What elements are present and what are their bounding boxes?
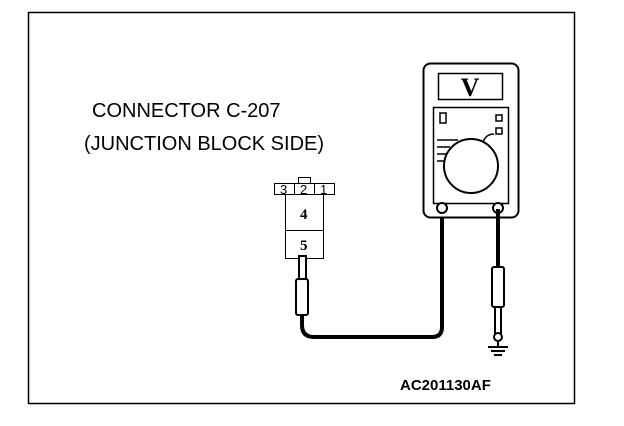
meter-display — [437, 72, 504, 101]
figure-frame — [27, 11, 576, 405]
test-lead-positive — [300, 209, 444, 339]
pin-4: 4 — [300, 207, 308, 223]
selector-dial — [443, 138, 499, 194]
pin-3: 3 — [280, 182, 287, 197]
pin-5: 5 — [300, 238, 308, 254]
pin-1: 1 — [320, 182, 327, 197]
connector-label-line2: (JUNCTION BLOCK SIDE) — [84, 133, 324, 155]
connector-c207 — [274, 177, 335, 259]
meter-display-text: V — [461, 73, 480, 102]
connector-label-line1: CONNECTOR C-207 — [92, 100, 281, 122]
probe-positive — [295, 255, 309, 316]
multimeter — [422, 62, 520, 219]
pin-2: 2 — [300, 182, 307, 197]
figure-code: AC201130AF — [400, 377, 491, 394]
ground-icon — [488, 341, 508, 356]
probe-ground — [491, 266, 505, 342]
jack-com — [436, 202, 448, 214]
